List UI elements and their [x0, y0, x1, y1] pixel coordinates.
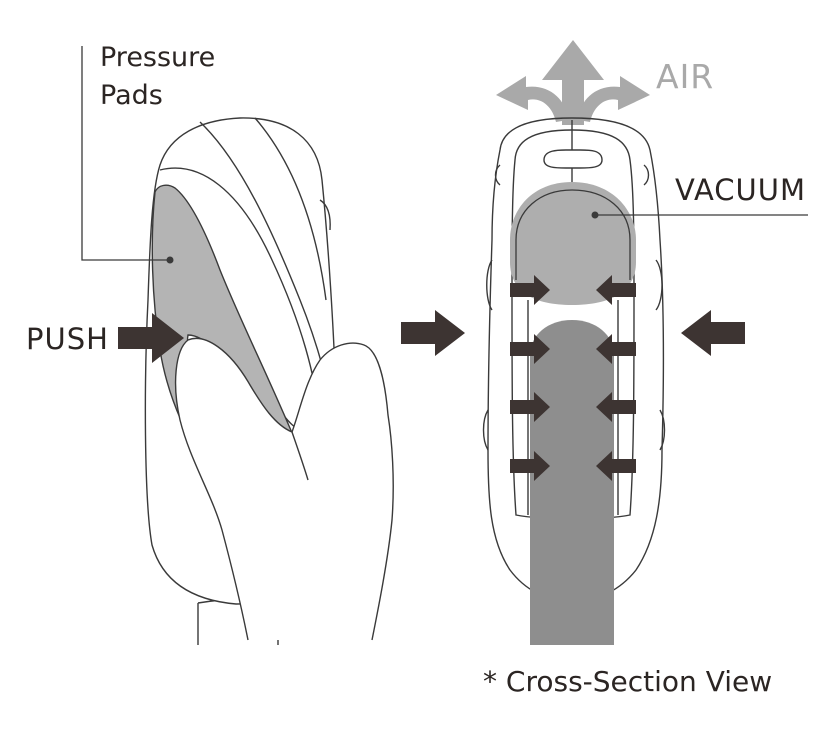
push-label: PUSH [26, 322, 109, 356]
inward-arrows-right [596, 275, 636, 481]
hand-crease [291, 431, 309, 481]
inserted-rod [530, 320, 614, 645]
pressure-pads-dot [166, 256, 174, 264]
squeeze-arrow-left-icon [401, 310, 465, 356]
left-device [144, 117, 394, 645]
vacuum-region [510, 182, 636, 305]
hand [174, 337, 394, 641]
push-arrow-icon [118, 313, 184, 363]
device-edge [319, 199, 331, 231]
vacuum-label: VACUUM [675, 173, 807, 207]
inward-arrows-left [510, 275, 550, 481]
device-contour-2 [254, 117, 327, 301]
pressure-pads-label-line2: Pads [100, 80, 163, 111]
air-arrows-icon [496, 40, 650, 125]
pressure-pads-label-line1: Pressure [100, 42, 216, 73]
squeeze-arrow-right-icon [681, 310, 745, 356]
cross-section-caption: * Cross-Section View [483, 665, 773, 698]
cross-valve [543, 149, 603, 169]
pressure-pads-leader [81, 46, 168, 261]
air-label: AIR [656, 57, 715, 96]
